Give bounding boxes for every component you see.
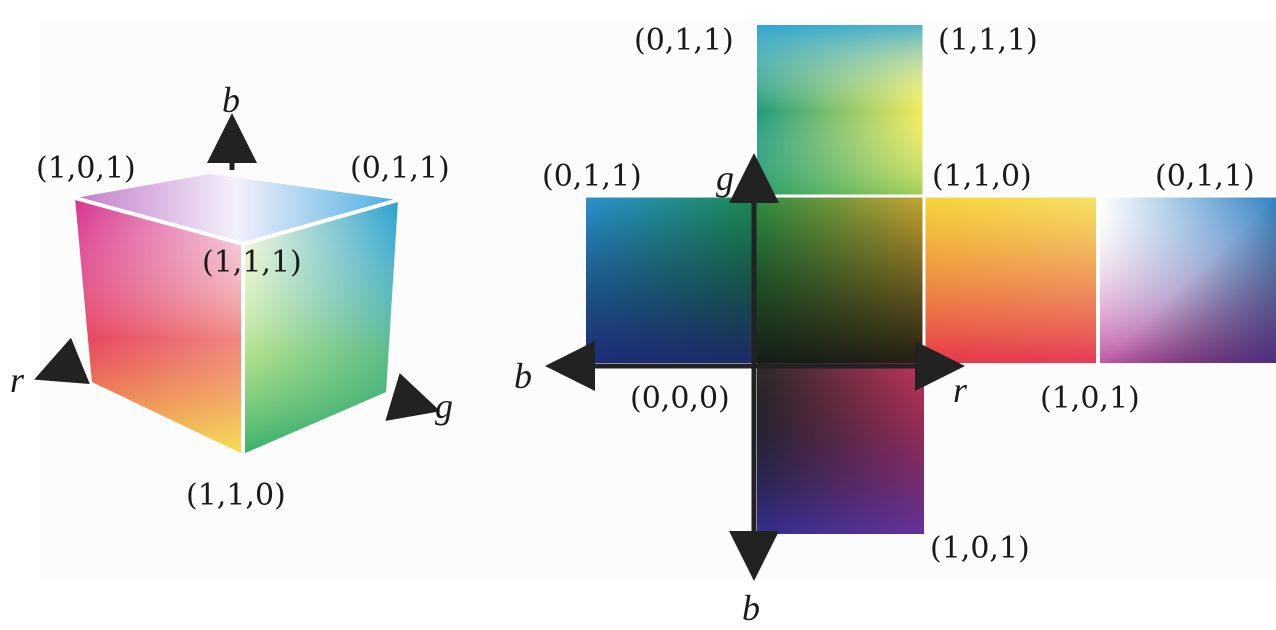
cube-g-axis-label: g bbox=[435, 386, 453, 426]
net-vertex-label-center-top-right: (1,1,0) bbox=[932, 159, 1032, 194]
cube-r-axis-arrow bbox=[34, 337, 90, 384]
net-face-top-shade bbox=[757, 25, 924, 196]
cube-b-axis-label: b bbox=[222, 80, 240, 120]
cube-top-face bbox=[75, 174, 398, 244]
net-vertex-label-far-right-top-right: (0,1,1) bbox=[1155, 159, 1255, 194]
cube-left-face-shade bbox=[75, 198, 243, 454]
cube-vertex-label-front-bottom: (1,1,0) bbox=[186, 478, 286, 513]
net-vertex-label-left-face-top-left: (0,1,1) bbox=[542, 159, 642, 194]
cube-vertex-label-back-right: (0,1,1) bbox=[350, 151, 450, 186]
net-vertex-label-bottom-face-bottom-right: (1,0,1) bbox=[930, 531, 1030, 566]
net-vertex-label-origin: (0,0,0) bbox=[630, 381, 730, 416]
net-face-bottom-shade bbox=[757, 363, 924, 534]
cube-right-face-shade bbox=[243, 200, 398, 454]
net-vertex-label-top-face-top-right: (1,1,1) bbox=[938, 23, 1038, 58]
net-r-axis-label: r bbox=[953, 370, 968, 410]
net-b-axis-label-left: b bbox=[514, 356, 532, 396]
cube-g-axis-arrow bbox=[385, 372, 441, 421]
net-vertex-label-right-bottom: (1,0,1) bbox=[1040, 381, 1140, 416]
net-face-right-shade bbox=[924, 196, 1096, 363]
net-b-axis-label-bottom: b bbox=[742, 588, 760, 628]
net-face-far-right-dark bbox=[1100, 196, 1276, 363]
net-g-axis-label: g bbox=[716, 158, 734, 198]
net-vertex-label-top-face-top-left: (0,1,1) bbox=[634, 23, 734, 58]
net-face-left-shade bbox=[586, 196, 754, 363]
net-face-center-shade bbox=[754, 196, 924, 363]
rgb-cube: b r g (1,0,1) (0,1,1) (1,1,1) (1,1,0) bbox=[10, 80, 453, 513]
cube-r-axis-label: r bbox=[10, 360, 25, 400]
cube-vertex-label-front-top: (1,1,1) bbox=[202, 245, 302, 280]
cube-vertex-label-back-left: (1,0,1) bbox=[36, 151, 136, 186]
rgb-cube-net: g b r b (0,1,1) (1,1,1) (0,1,1) (1,1,0) … bbox=[514, 23, 1276, 628]
